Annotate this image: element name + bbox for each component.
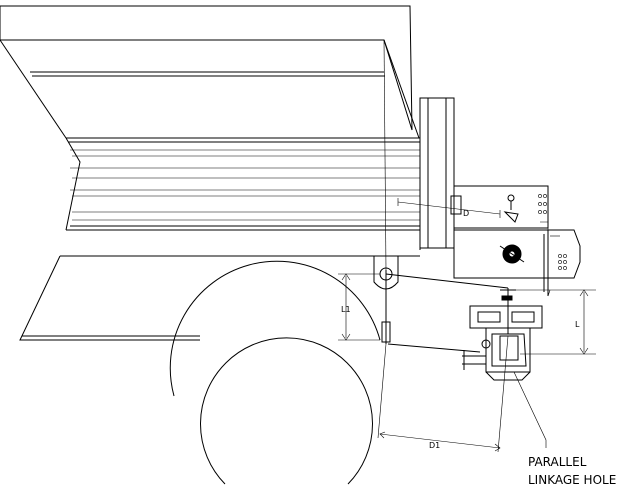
dimension-d: D (397, 198, 501, 218)
dim-l-label: L (575, 320, 580, 329)
dimension-l1: L1 (338, 273, 380, 341)
actuator-box (453, 229, 581, 297)
gearbox (462, 289, 543, 381)
callout-line-1: PARALLEL (528, 455, 587, 469)
dim-l1-label: L1 (341, 305, 351, 314)
parallel-linkage-callout: PARALLEL LINKAGE HOLE (513, 371, 616, 487)
dim-d-label: D (463, 209, 469, 218)
callout-line-2: LINKAGE HOLE (528, 473, 616, 487)
dim-d1-label: D1 (429, 441, 440, 450)
hopper-body (0, 5, 420, 341)
mount-bracket (450, 185, 549, 230)
wheel (169, 260, 381, 485)
dimension-d1: D1 (377, 335, 509, 453)
dimension-l: L (512, 289, 596, 355)
frame-plates (419, 97, 455, 250)
